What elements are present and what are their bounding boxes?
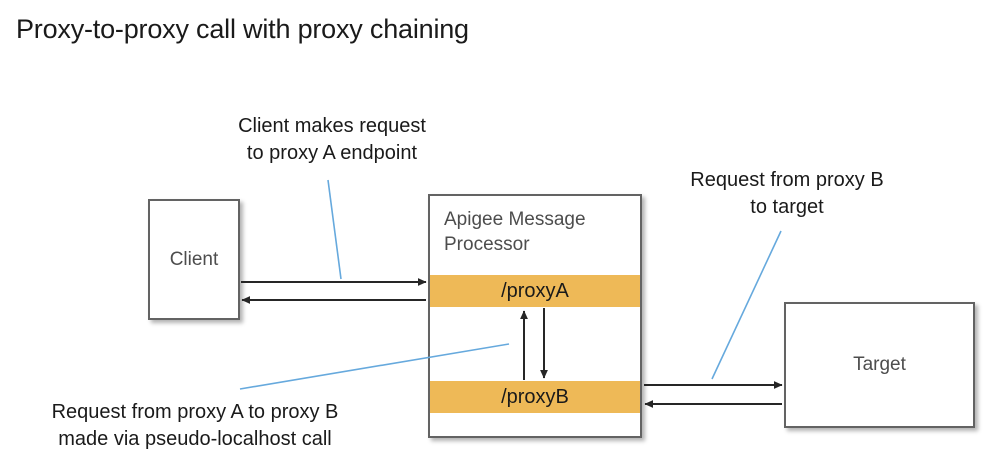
- proxy-b-label: /proxyB: [501, 385, 569, 408]
- client-node-label: Client: [169, 248, 219, 270]
- annotation-client-request-line1: Client makes request: [238, 115, 426, 137]
- annotation-target-request-line2: to target: [750, 196, 824, 218]
- proxy-a-label: /proxyA: [501, 279, 569, 302]
- leader-line-target-request: [711, 230, 782, 380]
- proxy-a-band: /proxyA: [430, 275, 640, 307]
- annotation-target-request: Request from proxy B to target: [663, 167, 911, 221]
- annotation-proxy-chain-line2: made via pseudo-localhost call: [58, 428, 332, 450]
- target-node-label: Target: [853, 354, 906, 375]
- annotation-client-request-line2: to proxy A endpoint: [246, 142, 418, 164]
- annotation-proxy-chain-line1: Request from proxy A to proxy B: [51, 401, 339, 423]
- page-title: Proxy-to-proxy call with proxy chaining: [16, 14, 469, 44]
- target-node: Target: [784, 302, 975, 428]
- annotation-target-request-line1: Request from proxy B: [690, 169, 884, 191]
- message-processor-title: Apigee Message Processor: [444, 209, 586, 255]
- proxy-b-band: /proxyB: [430, 381, 640, 413]
- leader-line-client-request: [327, 179, 342, 280]
- client-node: Client: [148, 199, 240, 320]
- annotation-client-request: Client makes request to proxy A endpoint: [203, 113, 461, 167]
- annotation-proxy-chain: Request from proxy A to proxy B made via…: [10, 399, 380, 453]
- message-processor-node: Apigee Message Processor /proxyA /proxyB: [428, 194, 642, 438]
